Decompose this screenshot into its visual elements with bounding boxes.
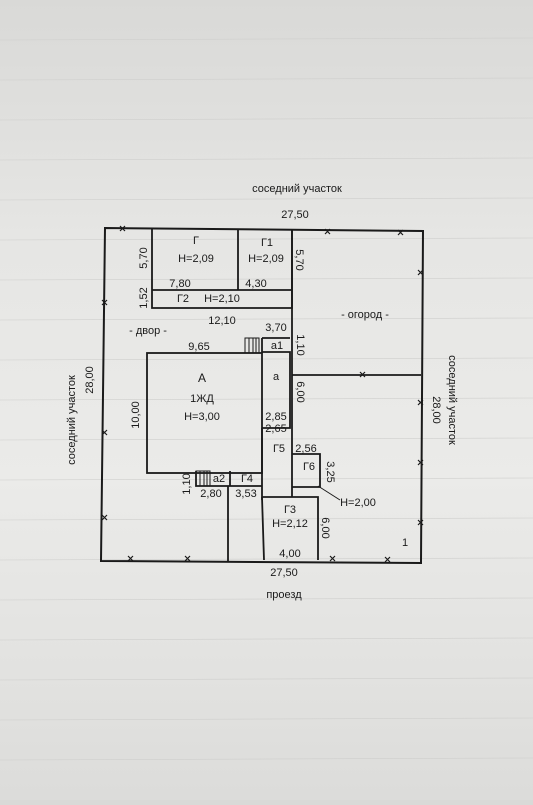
room-g3-label: Г3 xyxy=(284,504,296,516)
room-g2-height: Н=2,10 xyxy=(204,293,240,305)
bottom-dimension: 27,50 xyxy=(270,567,298,579)
right-dimension: 28,00 xyxy=(430,396,442,424)
paper-ruling xyxy=(0,37,533,761)
room-g2-label: Г2 xyxy=(177,293,189,305)
dim-g3-width: 4,00 xyxy=(279,548,300,560)
room-g5-label: Г5 xyxy=(273,443,285,455)
garden-label: - огород - xyxy=(341,309,389,321)
dim-g-width: 7,80 xyxy=(169,278,190,290)
room-g6-height: Н=2,00 xyxy=(340,497,376,509)
room-a1-label: а1 xyxy=(271,340,283,352)
dim-house-height: 10,00 xyxy=(130,401,142,429)
g6-leader-line xyxy=(317,485,341,501)
dim-a-width-bottom: 2,65 xyxy=(265,423,286,435)
dim-a1-width: 3,70 xyxy=(265,322,286,334)
dim-g1-width: 4,30 xyxy=(245,278,266,290)
corner-mark: 1 xyxy=(402,537,408,549)
left-neighbor-label: соседний участок xyxy=(66,375,78,465)
dim-a-width-top: 2,85 xyxy=(265,411,286,423)
room-g1-height: Н=2,09 xyxy=(248,253,284,265)
room-g4-label: Г4 xyxy=(241,473,253,485)
dim-g6-width: 2,56 xyxy=(295,443,316,455)
dim-g3-height: 6,00 xyxy=(319,517,331,538)
yard-label: - двор - xyxy=(129,325,167,337)
room-g-height: Н=2,09 xyxy=(178,253,214,265)
room-a-label: а xyxy=(273,371,280,383)
room-g1-label: Г1 xyxy=(261,237,273,249)
fence-marks xyxy=(101,225,424,563)
house-type: 1ЖД xyxy=(190,393,214,405)
dim-g1-height: 5,70 xyxy=(293,249,305,270)
dim-a2-width: 2,80 xyxy=(200,488,221,500)
dim-g4-width: 3,53 xyxy=(235,488,256,500)
dim-house-width: 9,65 xyxy=(188,341,209,353)
dim-a1-height: 1,10 xyxy=(294,334,306,355)
dim-g6-height: 3,25 xyxy=(324,461,336,482)
dim-g2-height: 1,52 xyxy=(138,287,150,308)
bottom-road-label: проезд xyxy=(266,589,302,601)
house-label: А xyxy=(198,371,206,385)
porch-stairs xyxy=(195,337,260,487)
plot-boundary xyxy=(99,226,425,565)
right-neighbor-label: соседний участок xyxy=(446,355,458,445)
house-height: Н=3,00 xyxy=(184,411,220,423)
room-a2-label: а2 xyxy=(213,473,225,485)
room-g3-height: Н=2,12 xyxy=(272,518,308,530)
top-neighbor-label: соседний участок xyxy=(252,183,342,195)
dim-yard-width: 12,10 xyxy=(208,315,236,327)
dim-a-height: 6,00 xyxy=(294,381,306,402)
room-g-label: Г xyxy=(193,235,199,247)
left-dimension: 28,00 xyxy=(84,366,96,394)
top-dimension: 27,50 xyxy=(281,209,309,221)
dim-g-height: 5,70 xyxy=(138,247,150,268)
room-g6-label: Г6 xyxy=(303,461,315,473)
dim-a2-height: 1,10 xyxy=(181,473,193,494)
